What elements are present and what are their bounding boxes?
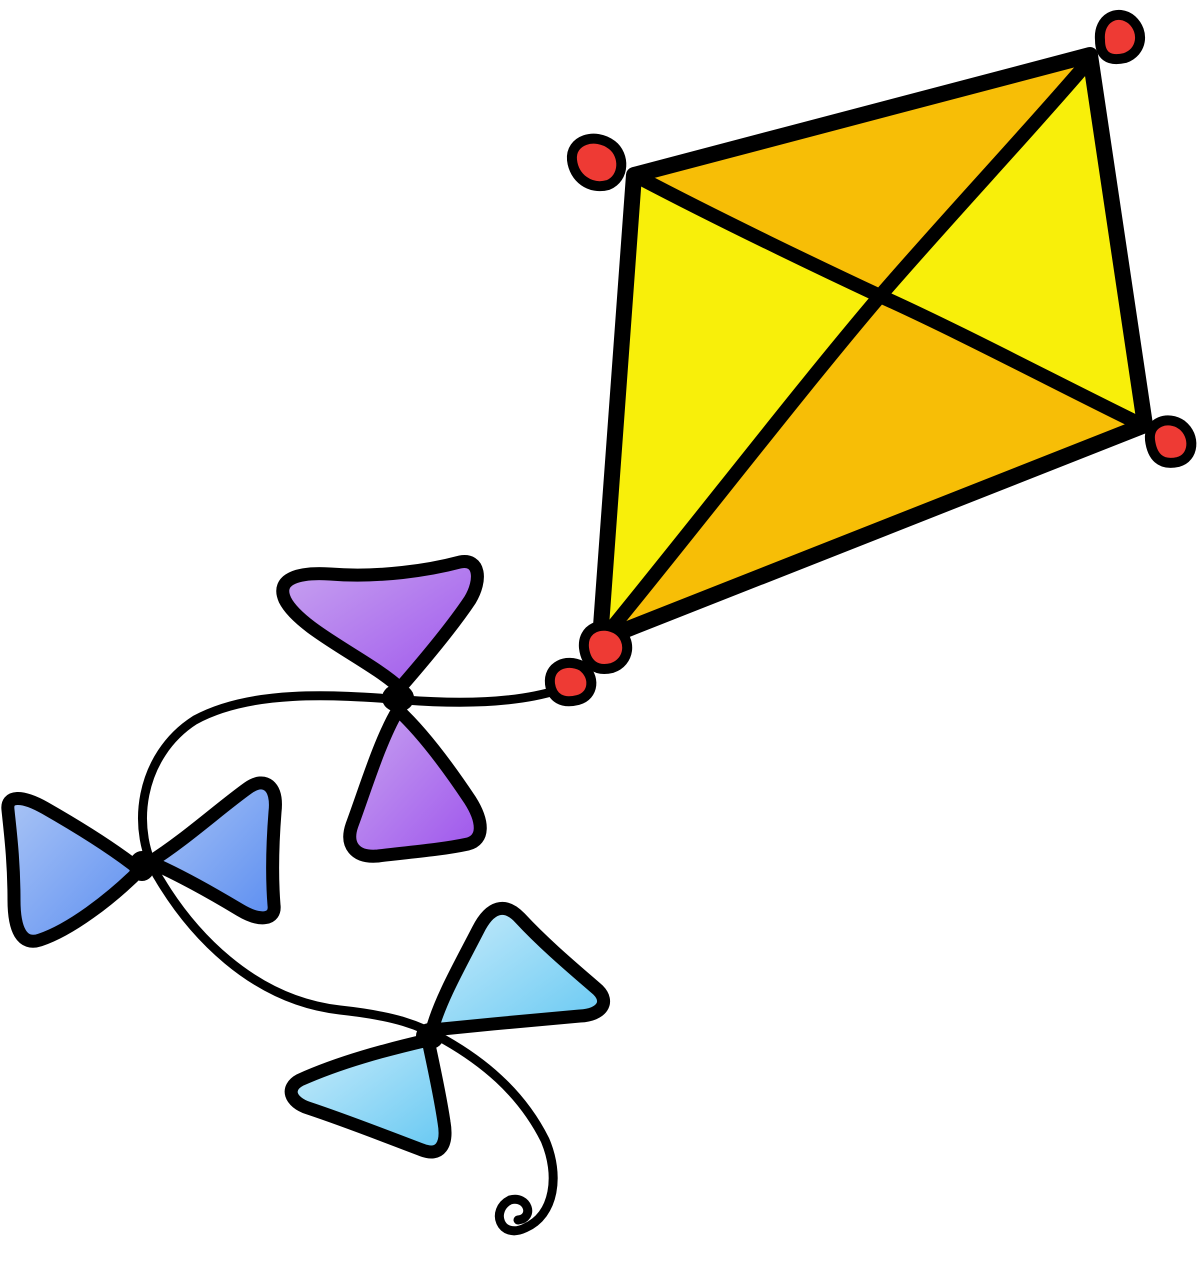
- corner-cap-top: [1094, 9, 1145, 64]
- kite-spar-vertical: [599, 55, 1095, 642]
- blue-bow: [1, 776, 282, 948]
- purple-bow-bottom-wing: [343, 703, 487, 863]
- kite-body: [592, 47, 1153, 648]
- kite-panel-bottom-dark: [600, 295, 1145, 640]
- light-blue-bow-knot: [416, 1023, 444, 1049]
- purple-bow-knot: [382, 684, 414, 712]
- corner-cap-bottom-upper: [578, 620, 632, 674]
- purple-bow-top-wing: [276, 555, 484, 695]
- blue-bow-right-wing: [143, 776, 282, 925]
- light-blue-bow-bottom-wing: [284, 1033, 452, 1159]
- corner-cap-right: [1144, 415, 1197, 468]
- kite-panel-left-light: [600, 175, 880, 640]
- purple-bow: [276, 555, 487, 863]
- kite-corner-caps: [544, 9, 1197, 707]
- light-blue-bow: [284, 902, 610, 1159]
- blue-bow-left-wing: [1, 792, 147, 948]
- corner-cap-bottom-lower: [544, 657, 597, 707]
- kite-panel-top-dark: [634, 55, 1090, 295]
- kite-panel-right-light: [880, 55, 1145, 425]
- light-blue-bow-top-wing: [425, 902, 610, 1037]
- blue-bow-knot: [129, 851, 155, 881]
- kite-tail-string: [138, 685, 563, 1236]
- corner-cap-left: [566, 133, 627, 192]
